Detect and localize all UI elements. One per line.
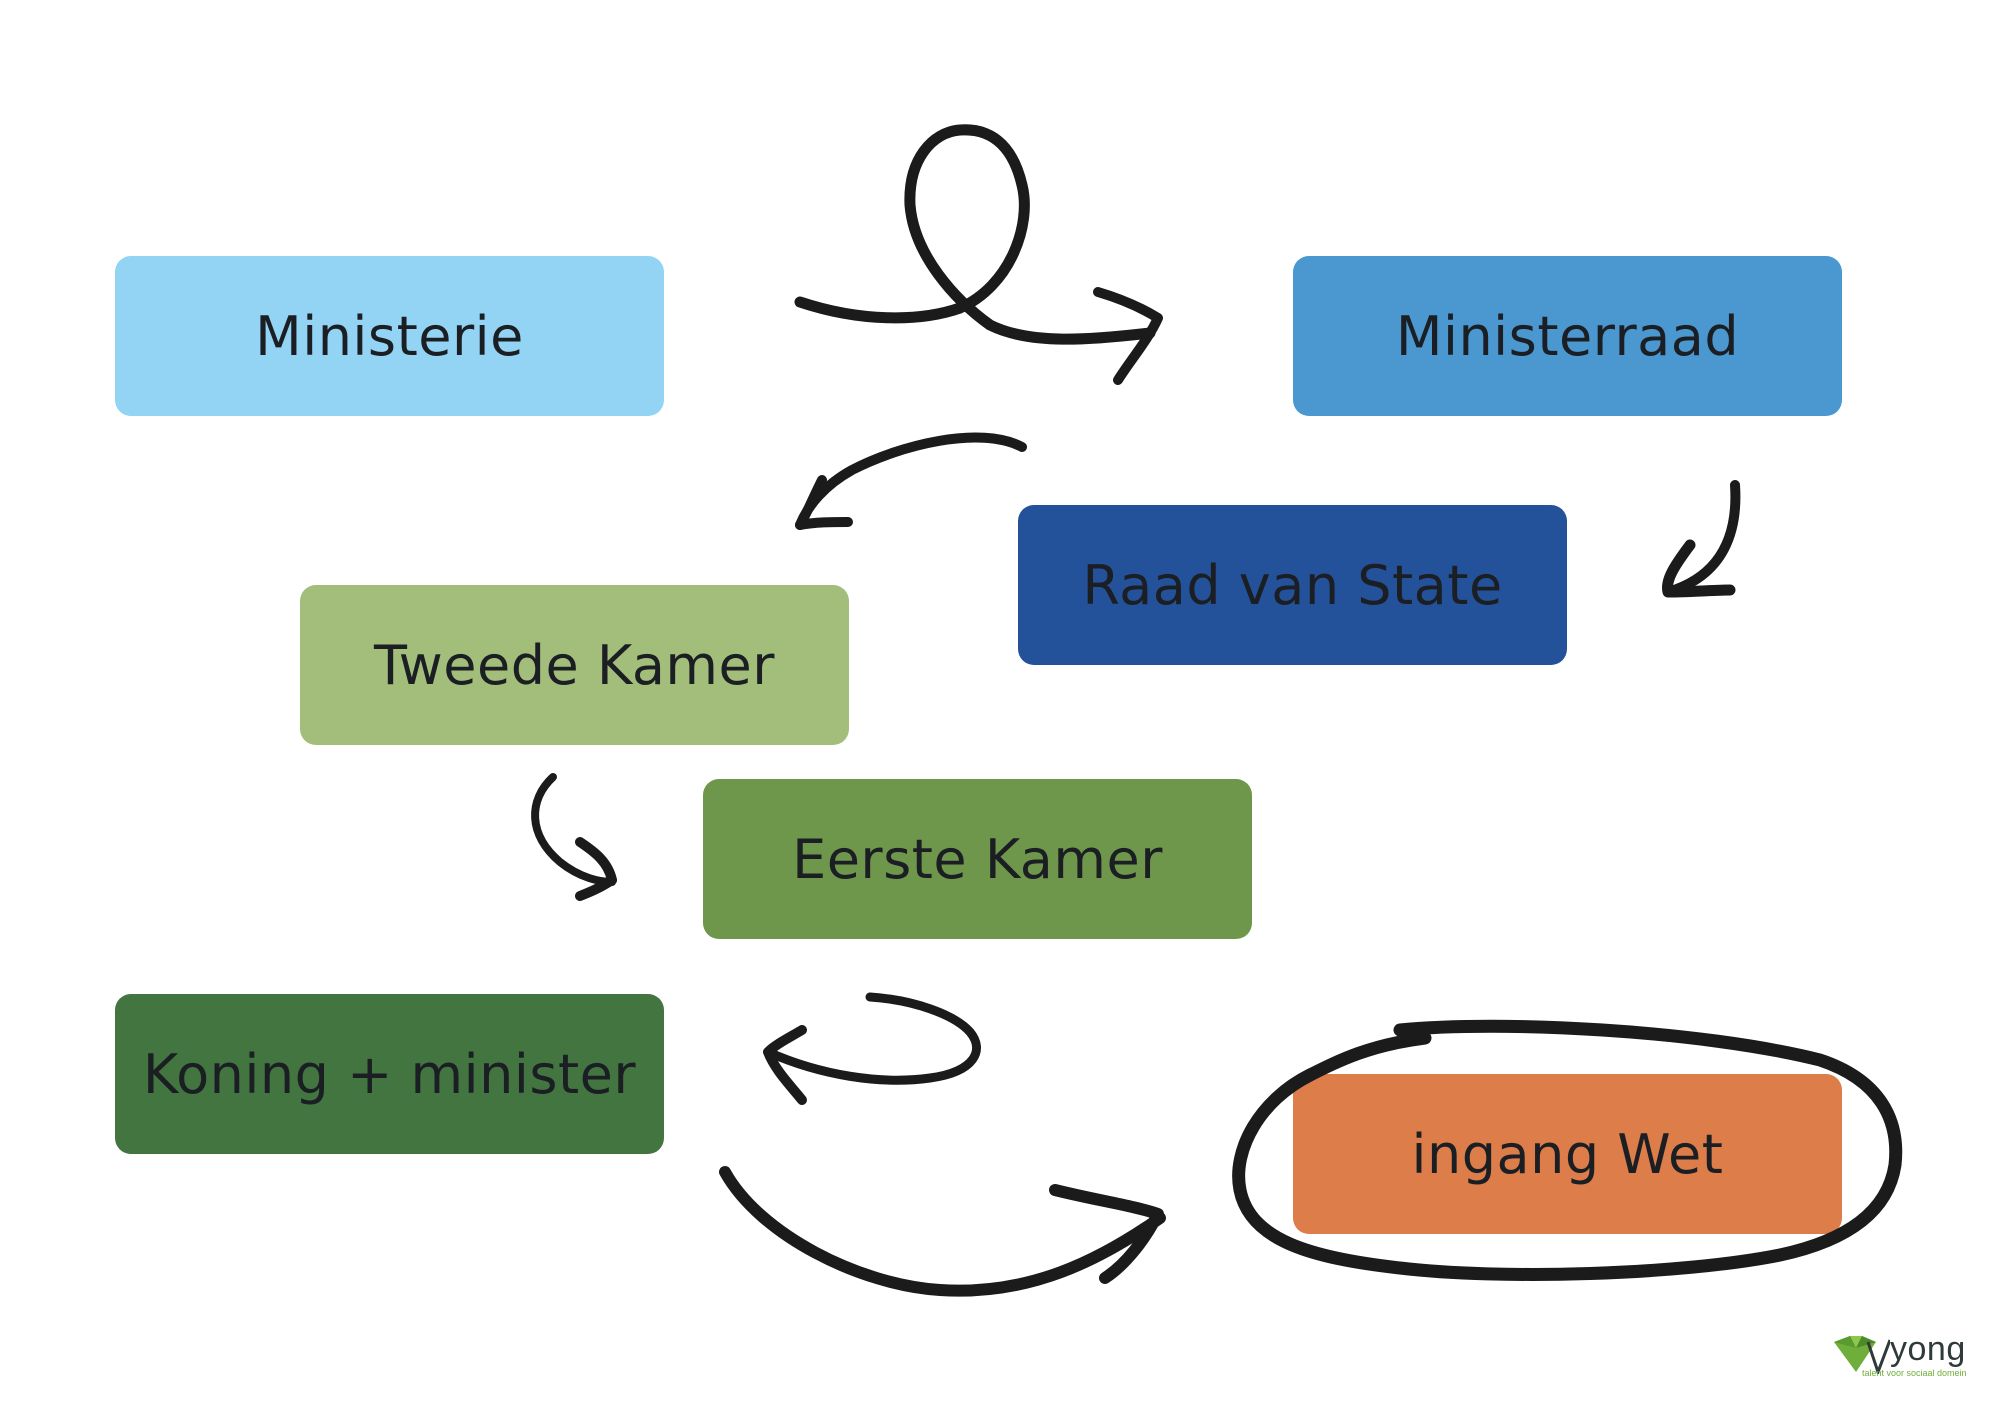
arrow-eerste-to-koning bbox=[763, 992, 981, 1105]
logo-tagline: talent voor sociaal domein bbox=[1862, 1368, 1967, 1378]
node-label: Ministerie bbox=[255, 304, 524, 368]
arrow-ministerie-to-ministerraad bbox=[794, 124, 1163, 385]
arrow-raad-to-tweede bbox=[795, 432, 1027, 530]
node-label: Koning + minister bbox=[142, 1042, 637, 1106]
node-label: Tweede Kamer bbox=[374, 633, 775, 697]
node-label: ingang Wet bbox=[1411, 1122, 1724, 1186]
logo-wordmark: yong bbox=[1890, 1330, 1966, 1368]
node-eerste-kamer: Eerste Kamer bbox=[703, 779, 1252, 939]
arrow-tweede-to-eerste bbox=[531, 773, 617, 901]
node-koning-minister: Koning + minister bbox=[115, 994, 664, 1154]
yong-gem-icon bbox=[1834, 1336, 1890, 1374]
node-label: Eerste Kamer bbox=[792, 827, 1163, 891]
node-label: Raad van State bbox=[1082, 553, 1503, 617]
arrow-ministerraad-to-raad bbox=[1662, 480, 1741, 598]
yong-logo: yong talent voor sociaal domein bbox=[1832, 1330, 1972, 1380]
node-ministerie: Ministerie bbox=[115, 256, 664, 416]
node-ministerraad: Ministerraad bbox=[1293, 256, 1842, 416]
node-tweede-kamer: Tweede Kamer bbox=[300, 585, 849, 745]
node-raad-van-state: Raad van State bbox=[1018, 505, 1567, 665]
node-ingang-wet: ingang Wet bbox=[1293, 1074, 1842, 1234]
node-label: Ministerraad bbox=[1395, 304, 1740, 368]
arrow-koning-to-wet bbox=[719, 1166, 1166, 1297]
